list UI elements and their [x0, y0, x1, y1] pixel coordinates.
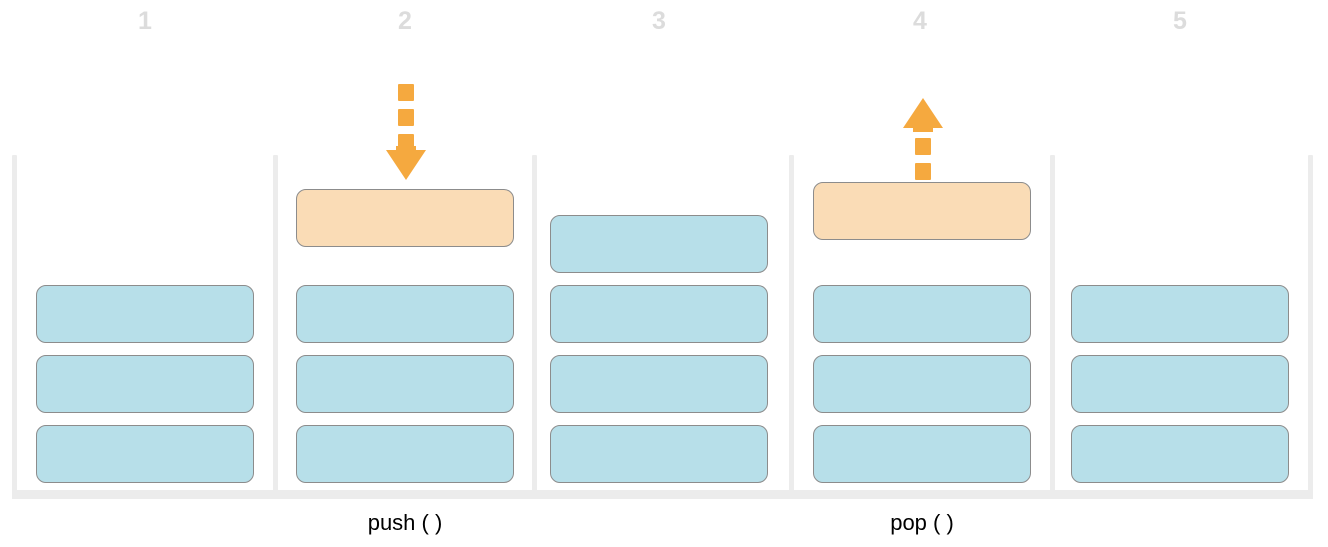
column-separator-6: [1308, 155, 1313, 492]
push-arrow-down-icon: [386, 84, 426, 180]
column-number-label-3: 3: [652, 7, 666, 35]
stack-block-blue-col2-3: [296, 355, 514, 413]
stack-block-blue-col3-3: [550, 355, 768, 413]
column-number-label-1: 1: [138, 7, 152, 35]
column-number-label-2: 2: [398, 7, 412, 35]
stack-block-blue-col3-1: [550, 215, 768, 273]
stack-block-blue-col3-2: [550, 285, 768, 343]
stack-block-orange-col4-1: [813, 182, 1031, 240]
stack-block-blue-col4-4: [813, 425, 1031, 483]
stack-block-orange-col2-1: [296, 189, 514, 247]
operation-caption-pop: pop ( ): [890, 510, 954, 535]
pop-arrow-up-icon: [903, 98, 943, 180]
column-separator-3: [532, 155, 537, 492]
stack-block-blue-col1-3: [36, 425, 254, 483]
column-separator-1: [12, 155, 17, 492]
stack-block-blue-col5-3: [1071, 425, 1289, 483]
stack-base-line: [12, 490, 1313, 499]
stack-block-blue-col4-3: [813, 355, 1031, 413]
stack-block-blue-col4-2: [813, 285, 1031, 343]
stack-block-blue-col3-4: [550, 425, 768, 483]
stack-block-blue-col2-2: [296, 285, 514, 343]
column-number-label-5: 5: [1173, 7, 1187, 35]
stack-block-blue-col1-2: [36, 355, 254, 413]
column-separator-4: [789, 155, 794, 492]
operation-caption-push: push ( ): [367, 510, 443, 535]
column-separator-2: [273, 155, 278, 492]
stack-block-blue-col5-2: [1071, 355, 1289, 413]
stack-block-blue-col2-4: [296, 425, 514, 483]
stack-block-blue-col5-1: [1071, 285, 1289, 343]
stack-block-blue-col1-1: [36, 285, 254, 343]
column-separator-5: [1050, 155, 1055, 492]
column-number-label-4: 4: [913, 7, 927, 35]
